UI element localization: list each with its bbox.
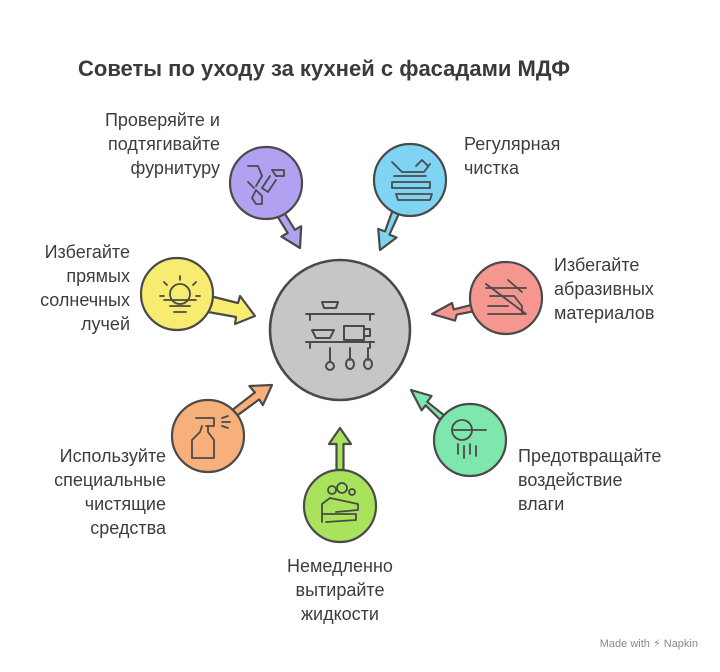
no-abrasive-icon: [485, 279, 527, 315]
page-title: Советы по уходу за кухней с фасадами МДФ: [78, 56, 571, 81]
made-with-napkin[interactable]: Made with ⚡ Napkin: [599, 638, 698, 650]
arrow-liquids: [327, 426, 353, 472]
tip-circle-liquids: [302, 468, 378, 544]
sun-icon: [159, 275, 201, 313]
shower-drops-icon: [451, 419, 487, 459]
tip-circle-moisture: [432, 402, 508, 478]
arrow-sunlight: [206, 294, 257, 326]
spray-bottle-icon: [191, 415, 231, 459]
tip-circle-sunlight: [139, 256, 215, 332]
washing-hands-icon: [321, 482, 359, 523]
napkin-logo-icon: ⚡: [652, 638, 661, 650]
center-circle: [268, 258, 412, 402]
kitchen-shelf-icon: [305, 301, 375, 371]
tip-circle-cleaners: [170, 398, 246, 474]
cleaning-cabinet-icon: [391, 159, 433, 201]
arrow-cleaners: [230, 383, 274, 418]
wrench-hardware-icon: [247, 165, 285, 205]
tip-circle-cleaning: [372, 142, 448, 218]
